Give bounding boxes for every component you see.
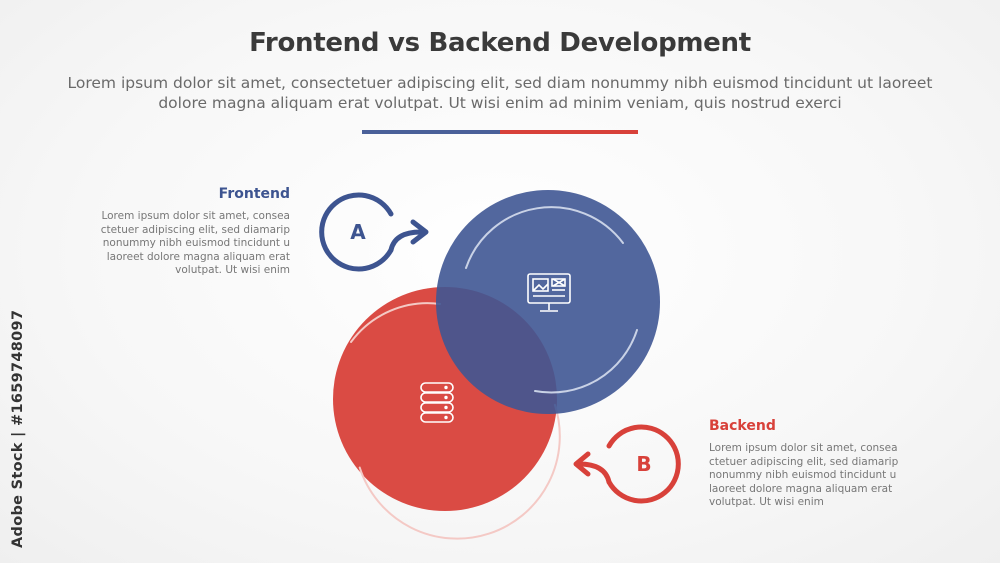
frontend-title: Frontend [218, 186, 290, 202]
frontend-badge: A [319, 192, 429, 272]
page-subtitle: Lorem ipsum dolor sit amet, consectetuer… [67, 74, 933, 112]
frontend-description: Lorem ipsum dolor sit amet, consea ctetu… [100, 210, 290, 277]
backend-badge: B [573, 424, 681, 504]
backend-badge-letter: B [636, 452, 651, 476]
page-title: Frontend vs Backend Development [249, 28, 751, 58]
title-divider-blue [362, 130, 500, 134]
frontend-circle [436, 190, 660, 414]
database-icon [420, 382, 454, 423]
monitor-icon [527, 273, 571, 312]
backend-title: Backend [709, 418, 776, 434]
title-divider-red [500, 130, 638, 134]
backend-description: Lorem ipsum dolor sit amet, consea ctetu… [709, 442, 899, 509]
stock-watermark-text: Adobe Stock | #1659748097 [10, 309, 26, 548]
frontend-badge-letter: A [350, 220, 366, 244]
